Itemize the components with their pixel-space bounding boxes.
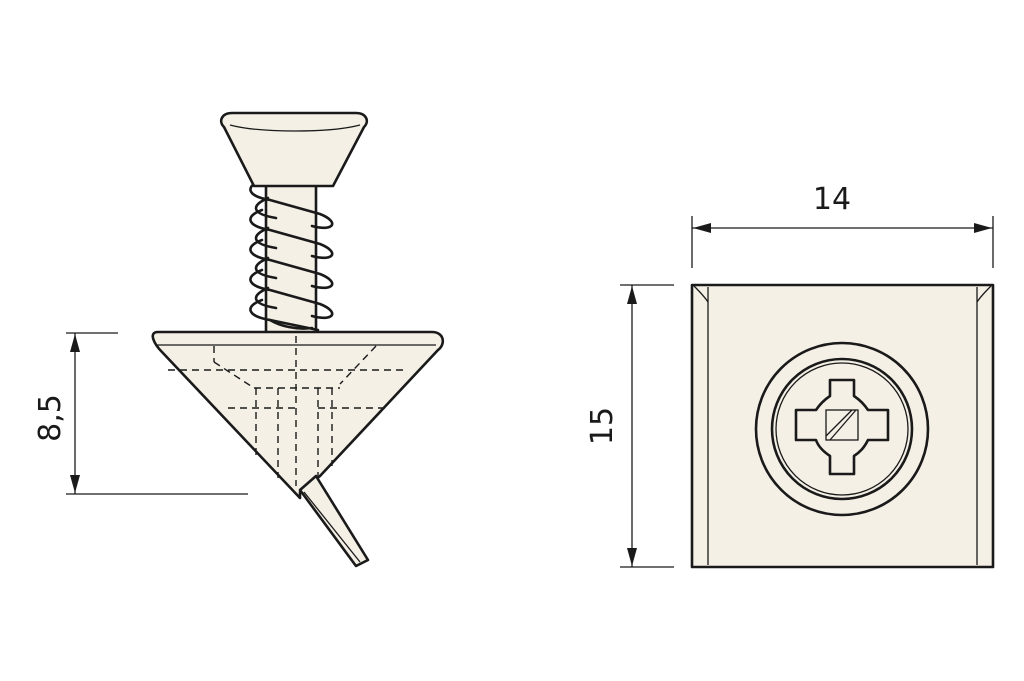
side-view: 8,5 xyxy=(33,111,445,568)
hidden-lines xyxy=(168,336,406,486)
dimension-top-height: 15 xyxy=(585,284,674,568)
dimension-top-width: 14 xyxy=(691,182,994,268)
screw-head xyxy=(219,111,369,188)
dimension-label-side-height: 8,5 xyxy=(33,394,68,442)
dimension-label-top-height: 15 xyxy=(585,407,620,445)
dimension-label-top-width: 14 xyxy=(813,182,851,217)
screw-thread xyxy=(249,178,334,332)
top-view: 14 15 xyxy=(585,182,995,569)
dimension-side-height: 8,5 xyxy=(33,332,248,495)
screw-head-top xyxy=(754,341,930,517)
cone-clip xyxy=(151,330,445,568)
phillips-cross-icon xyxy=(794,378,890,476)
